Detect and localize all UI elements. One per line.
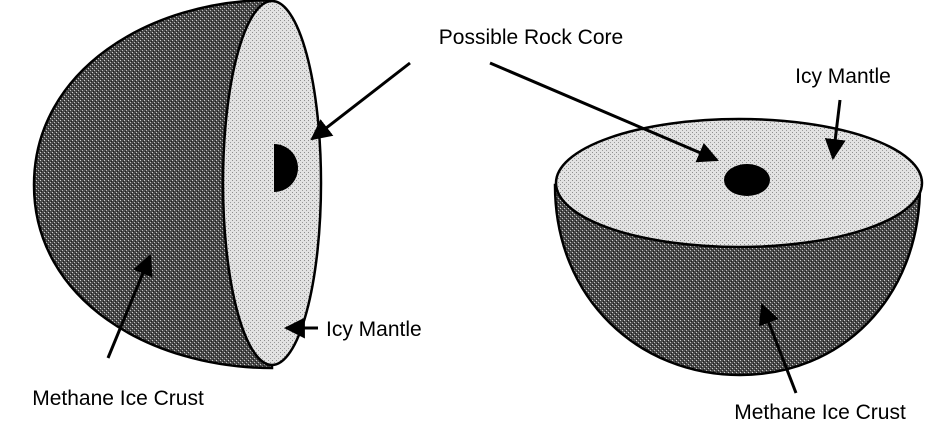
label-methane-ice-crust-right: Methane Ice Crust	[734, 401, 906, 424]
label-icy-mantle-right: Icy Mantle	[795, 65, 891, 88]
label-methane-ice-crust-left: Methane Ice Crust	[32, 387, 204, 410]
label-possible-rock-core: Possible Rock Core	[439, 26, 623, 49]
arrow-rock-core-left	[312, 63, 410, 139]
label-icy-mantle-left: Icy Mantle	[326, 318, 422, 341]
right-hemisphere	[555, 119, 922, 375]
right-rock-core	[724, 164, 770, 196]
left-cutaway-sphere	[34, 0, 321, 368]
left-icy-mantle-face	[223, 1, 321, 365]
